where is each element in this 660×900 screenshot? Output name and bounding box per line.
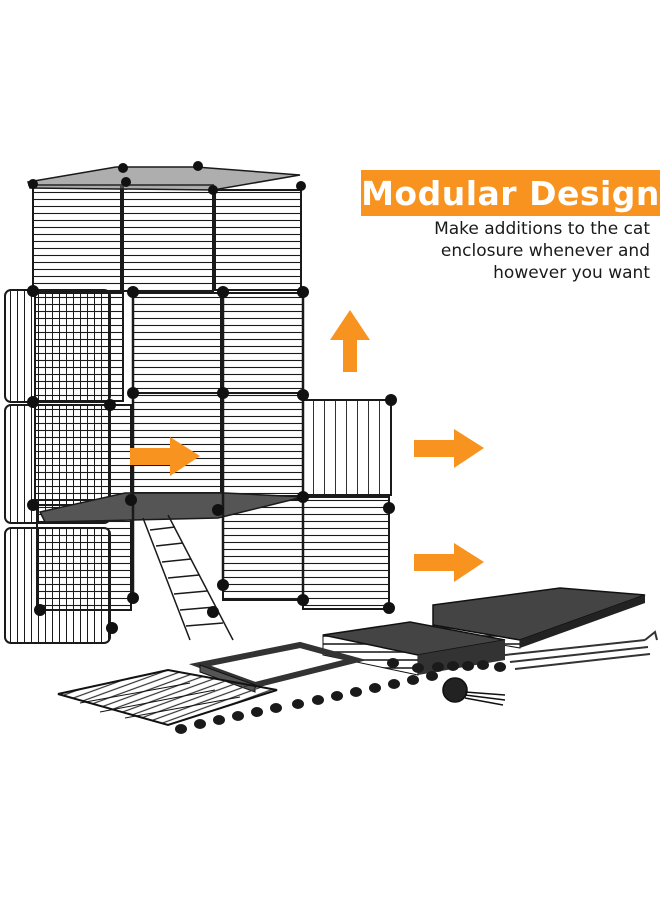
tagline-line: enclosure whenever and [440, 241, 650, 261]
modular-design-banner: Modular Design [361, 170, 660, 216]
tagline-line: Make additions to the cat [434, 219, 650, 239]
arrow-up-icon [330, 310, 370, 372]
banner-title: Modular Design [361, 173, 660, 213]
wire-panel-flat [57, 668, 278, 727]
ladder [142, 514, 234, 641]
arrow-right-icon [414, 543, 484, 582]
hook-bars [504, 630, 658, 670]
arrow-right-icon [414, 429, 484, 468]
arrow-right-icon [130, 437, 200, 476]
cable-ties [442, 677, 506, 706]
connector-cups [175, 658, 506, 734]
banner-background [361, 170, 660, 216]
connector-knobs [27, 161, 397, 634]
tagline: Make additions to the cat enclosure when… [380, 218, 650, 284]
cat-enclosure [4, 166, 392, 644]
tagline-line: however you want [493, 263, 650, 283]
